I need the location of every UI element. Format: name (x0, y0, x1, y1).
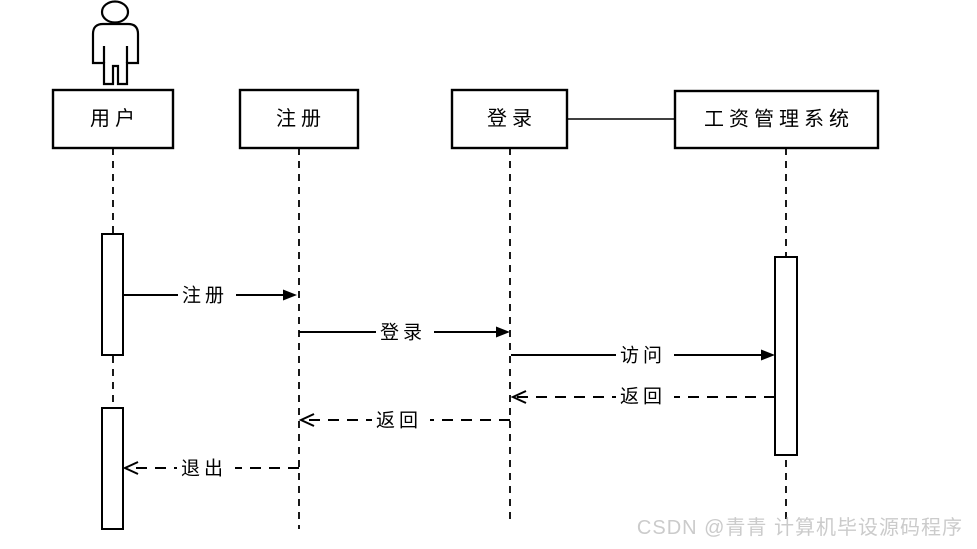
actor-icon (91, 0, 140, 86)
message-return-2: 返回 (298, 407, 510, 433)
arrowhead-open (298, 413, 315, 427)
message-access: 访问 (511, 342, 775, 368)
activation-bar-user-2 (101, 407, 124, 530)
message-return-1: 返回 (510, 383, 775, 409)
message-label-return-2: 返回 (376, 410, 422, 432)
message-label-login: 登录 (380, 322, 426, 344)
message-exit: 退出 (122, 455, 299, 481)
arrowhead-filled (283, 289, 297, 301)
arrowhead-filled (761, 349, 775, 361)
participant-label-register: 注册 (276, 107, 326, 130)
message-register: 注册 (123, 282, 297, 308)
participant-label-system: 工资管理系统 (704, 108, 854, 131)
participant-box-login: 登录 (450, 88, 569, 150)
message-label-return-1: 返回 (620, 386, 666, 408)
arrowhead-open (510, 390, 527, 404)
message-label-access: 访问 (620, 345, 666, 367)
participant-box-user: 用户 (51, 88, 175, 150)
activation-bar-system (774, 256, 798, 456)
message-label-exit: 退出 (181, 458, 227, 480)
participant-box-system: 工资管理系统 (673, 89, 880, 150)
message-label-register: 注册 (182, 285, 228, 307)
participant-box-register: 注册 (238, 88, 360, 150)
message-login: 登录 (299, 319, 510, 345)
watermark: CSDN @青青 计算机毕设源码程序 (637, 516, 963, 539)
activation-bar-user-1 (101, 233, 124, 356)
participant-label-login: 登录 (487, 107, 537, 130)
participant-label-user: 用户 (90, 107, 140, 130)
arrowhead-open (122, 461, 139, 475)
arrowhead-filled (496, 326, 510, 338)
